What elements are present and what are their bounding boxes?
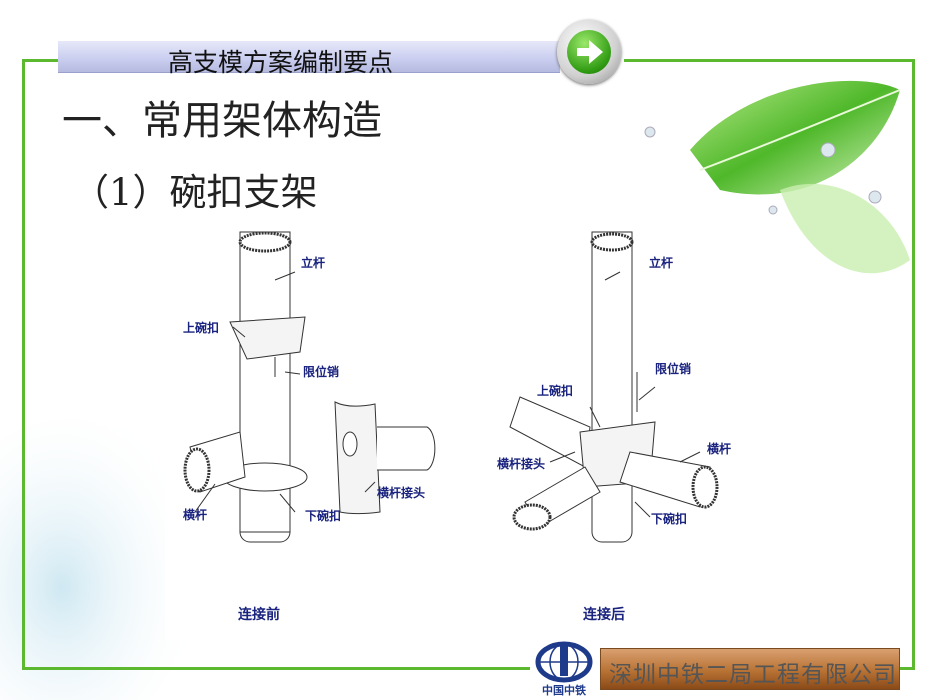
label-before-upper-bowl: 上碗扣 — [183, 321, 220, 335]
frame-bottom — [22, 667, 530, 670]
label-after-upper-bowl: 上碗扣 — [537, 384, 574, 398]
scaffold-drawing — [183, 231, 719, 543]
next-button[interactable] — [557, 20, 621, 84]
background-blue-splash — [0, 418, 206, 700]
frame-left — [22, 59, 25, 670]
frame-bottom-right — [898, 667, 915, 670]
label-after-limit-pin: 限位销 — [655, 362, 692, 376]
label-after-upright: 立杆 — [649, 256, 674, 270]
logo-text: 中国中铁 — [542, 684, 586, 697]
label-after-ledger-joint: 横杆接头 — [497, 457, 546, 471]
label-after-ledger: 横杆 — [707, 442, 732, 456]
label-after-lower-bowl: 下碗扣 — [651, 512, 688, 526]
label-before-ledger: 横杆 — [183, 508, 208, 522]
green-arrow-right-icon — [567, 30, 611, 74]
green-leaf-decoration — [644, 80, 910, 274]
caption-before: 连接前 — [238, 607, 280, 623]
subsection-heading: （1）碗扣支架 — [72, 171, 318, 214]
before-joint-drawing — [183, 231, 436, 543]
label-before-limit-pin: 限位销 — [303, 365, 340, 379]
frame-top-right — [624, 59, 915, 62]
section-heading: 一、常用架体构造 — [62, 98, 382, 144]
caption-after: 连接后 — [583, 607, 625, 623]
label-before-lower-bowl: 下碗扣 — [305, 509, 342, 523]
frame-top-left — [22, 59, 60, 62]
bowl-buckle-scaffold-diagram: 立杆 上碗扣 限位销 横杆 下碗扣 横杆接头 连接前 立杆 上碗扣 限位销 横杆… — [165, 222, 747, 640]
frame-right — [912, 59, 915, 670]
company-name: 深圳中铁二局工程有限公司 — [609, 662, 897, 688]
crec-logo: 中国中铁 — [530, 640, 598, 698]
label-before-upright: 立杆 — [301, 256, 326, 270]
slide-title: 高支模方案编制要点 — [168, 48, 394, 77]
title-bar: 高支模方案编制要点 — [58, 41, 560, 77]
label-before-ledger-joint: 横杆接头 — [377, 486, 426, 500]
company-name-box: 深圳中铁二局工程有限公司 — [600, 648, 900, 690]
after-joint-drawing — [509, 231, 719, 543]
